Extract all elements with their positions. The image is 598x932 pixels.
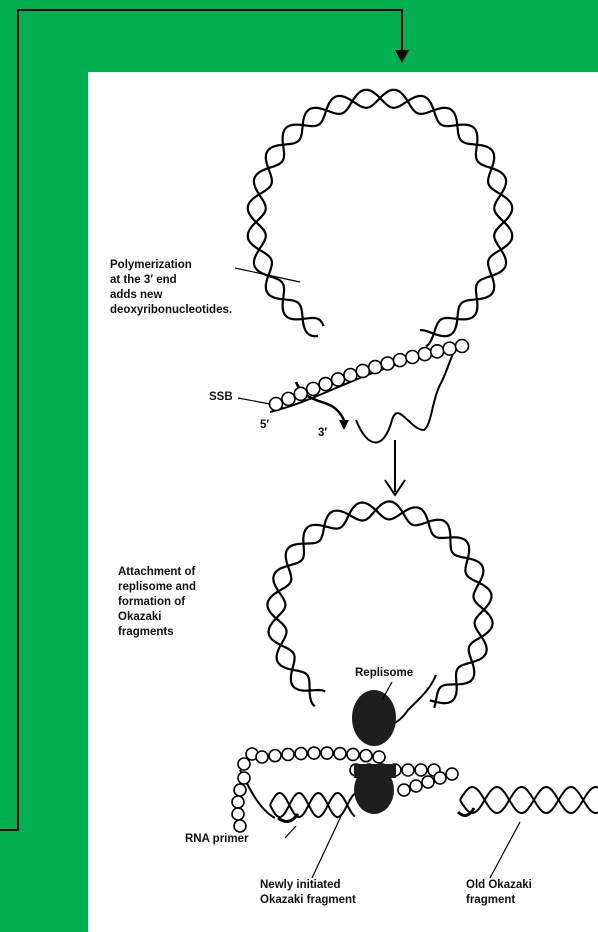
ssb-protein [282,392,295,405]
ssb-protein [431,345,444,358]
ssb-protein [369,361,382,374]
ssb-protein [415,764,427,776]
ssb-protein [344,369,357,382]
ssb-protein [398,784,410,796]
rna-primer-label: RNA primer [185,832,248,847]
ssb-protein [269,750,281,762]
dna-strand-b [248,90,512,347]
ssb-bead-chain-bottom [232,747,458,832]
old-okazaki-label: Old Okazaki fragment [466,878,532,908]
new-okazaki-leader [312,812,343,878]
rna-primer-leader [285,826,296,838]
ssb-protein [294,387,307,400]
ssb-protein [282,748,294,760]
ssb-protein [446,768,458,780]
ssb-protein [394,354,407,367]
replisome-band [354,764,396,778]
old-okazaki-leader [490,822,520,878]
ssb-protein [334,748,346,760]
ssb-protein [422,776,434,788]
top-dna-circle [248,90,512,347]
attachment-label: Attachment of replisome and formation of… [118,565,196,640]
ssb-protein [402,764,414,776]
ssb-protein [256,751,268,763]
replisome-upper [352,690,396,746]
ssb-protein [406,351,419,364]
ssb-protein [418,348,431,361]
ssb-protein [356,364,369,377]
polymerization-label: Polymerization at the 3′ end adds new de… [110,258,232,318]
ssb-protein [381,357,394,370]
ssb-protein [232,796,244,808]
three-prime-arrowhead [339,420,349,430]
ssb-protein [360,750,372,762]
new-okazaki-label: Newly initiated Okazaki fragment [260,878,356,908]
ssb-protein [234,784,246,796]
ssb-protein [434,772,446,784]
ssb-protein [456,340,469,353]
ssb-protein [373,751,385,763]
ssb-leader [238,398,270,404]
ssb-protein [319,378,332,391]
ssb-protein [321,747,333,759]
three-prime-label: 3′ [318,426,327,441]
ssb-protein [234,820,246,832]
replisome-label: Replisome [355,666,413,681]
ssb-protein [232,808,244,820]
ssb-label: SSB [209,390,233,405]
ssb-protein [270,398,283,411]
ssb-protein [308,747,320,759]
ssb-protein [307,382,320,395]
ssb-protein [295,748,307,760]
ssb-protein [238,758,250,770]
ssb-protein [332,373,345,386]
ssb-protein [443,342,456,355]
connector-arrowhead [395,50,409,63]
ssb-protein [347,748,359,760]
ssb-protein [238,772,250,784]
ssb-protein [410,780,422,792]
five-prime-label: 5′ [260,418,269,433]
